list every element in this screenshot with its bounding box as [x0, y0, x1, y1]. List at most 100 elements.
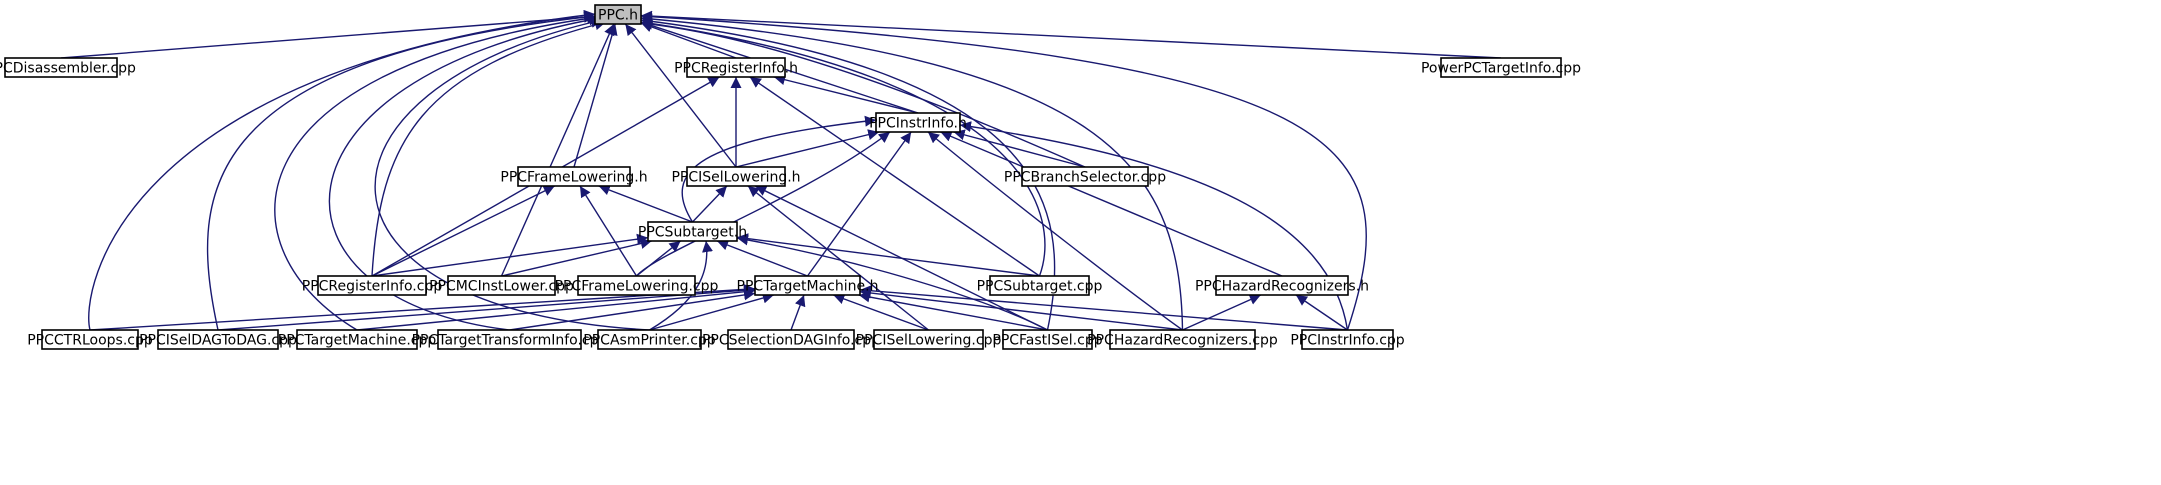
node-label: PowerPCTargetInfo.cpp	[1421, 61, 1581, 77]
edge-ppcregisterinfo_cpp-to-ppcsubtarget_h	[371, 233, 649, 277]
edge-ppcinstrinfo_cpp-to-ppctargetmachine_h	[859, 285, 1348, 331]
node-box	[577, 275, 696, 296]
edge-ppctargetmachine_h-to-ppcinstrinfo_h	[806, 131, 912, 277]
edge-group	[716, 239, 808, 277]
edge-group	[573, 23, 618, 168]
node-box	[1109, 329, 1256, 350]
node-label: PPCTargetMachine.cpp	[278, 333, 437, 349]
node-box	[437, 329, 582, 350]
node-label: PPCInstrInfo.cpp	[1290, 333, 1404, 349]
edge-ppcisedagtodag_cpp-to-ppctargetmachine_h	[217, 284, 756, 331]
node-ppcasmprinter-cpp[interactable]: PPCAsmPrinter.cpp	[583, 329, 716, 350]
node-ppchazardrecognizers-h[interactable]: PPCHazardRecognizers.h	[1195, 275, 1369, 296]
node-box	[989, 275, 1090, 296]
node-box	[447, 275, 556, 296]
edge-ppcregisterinfo_cpp-to-ppc_h	[371, 19, 607, 277]
edge-group	[773, 74, 919, 114]
edge-group	[859, 285, 1348, 331]
node-box	[594, 4, 642, 25]
node-label: PPCRegisterInfo.cpp	[302, 279, 443, 295]
node-box	[875, 112, 961, 133]
node-ppcfastisel-cpp[interactable]: PPCFastISel.cpp	[992, 329, 1103, 350]
node-label: PPCSubtarget.h	[638, 225, 747, 241]
edge-ppcmcinstlower_cpp-to-ppc_h	[500, 23, 615, 277]
edge-group	[681, 115, 877, 223]
node-box	[754, 275, 861, 296]
edge-group	[736, 233, 1040, 277]
node-ppcinstrinfo-cpp[interactable]: PPCInstrInfo.cpp	[1290, 329, 1405, 350]
node-label: PPCInstrInfo.h	[869, 116, 967, 132]
node-ppctargettransforminfo-cpp[interactable]: PPCTargetTransformInfo.cpp	[412, 329, 608, 350]
edge-group	[1182, 294, 1262, 331]
edge-ppcinstrinfo_h-to-ppcregisterinfo_h	[773, 74, 919, 114]
node-ppcisellowering-cpp[interactable]: PPCISelLowering.cpp	[856, 329, 1002, 350]
edge-group	[953, 129, 1086, 168]
edge-group	[509, 289, 756, 331]
edge-ppcframelowering_cpp-to-ppcinstrinfo_h	[635, 131, 891, 277]
node-ppcmcinstlower-cpp[interactable]: PPCMCInstLower.cpp	[429, 275, 574, 296]
node-ppchazardrecognizers-cpp[interactable]: PPCHazardRecognizers.cpp	[1087, 329, 1278, 350]
edge-ppchazardrecognizers_cpp-to-ppchazardrecognizers_h	[1182, 294, 1262, 331]
node-ppcisellowering-h[interactable]: PPCISelLowering.h	[671, 166, 801, 187]
node-box	[517, 166, 631, 187]
node-ppcregisterinfo-cpp[interactable]: PPCRegisterInfo.cpp	[302, 275, 443, 296]
node-label: PPCFastISel.cpp	[992, 333, 1102, 349]
node-label: PPCMCInstLower.cpp	[429, 279, 574, 295]
edge-group	[649, 292, 774, 331]
node-ppcframelowering-cpp[interactable]: PPCFrameLowering.cpp	[555, 275, 719, 296]
edge-group	[206, 11, 596, 331]
node-label: PPCTargetTransformInfo.cpp	[412, 333, 608, 349]
node-ppcctrloops-cpp[interactable]: PPCCTRLoops.cpp	[27, 329, 153, 350]
node-box	[1002, 329, 1093, 350]
edge-ppcdisassembler_cpp-to-ppc_h	[60, 11, 596, 59]
edge-ppcsubtarget_cpp-to-ppcregisterinfo_h	[749, 76, 1040, 277]
edge-ppcisedagtodag_cpp-to-ppc_h	[206, 11, 596, 331]
edge-ppcmcinstlower_cpp-to-ppcsubtarget_h	[501, 238, 652, 277]
edge-ppcsubtarget_h-to-ppcframelowering_h	[598, 184, 693, 223]
node-label: PPCFrameLowering.cpp	[555, 279, 719, 295]
edge-ppcbranchselector_cpp-to-ppcinstrinfo_h	[953, 129, 1086, 168]
node-box	[1440, 57, 1562, 78]
node-ppcsubtarget-h[interactable]: PPCSubtarget.h	[638, 221, 747, 242]
node-ppcselectiondaginfo-cpp[interactable]: PPCSelectionDAGInfo.cpp	[702, 329, 880, 350]
edge-group	[859, 287, 1183, 331]
edge-group	[356, 286, 756, 331]
edge-ppcfastisel_cpp-to-ppcsubtarget_h	[736, 234, 1048, 331]
node-box	[41, 329, 139, 350]
edge-group	[501, 238, 652, 277]
edge-group	[374, 17, 650, 331]
edge-group	[749, 76, 1040, 277]
edge-ppcregisterinfo_cpp-to-ppcframelowering_h	[371, 185, 556, 277]
node-ppcregisterinfo-h[interactable]: PPCRegisterInfo.h	[674, 57, 798, 78]
edge-ppcisellowering_cpp-to-ppcisellowering_h	[747, 185, 929, 331]
node-ppcisedagtodag-cpp[interactable]: PPCISelDAGToDAG.cpp	[139, 329, 297, 350]
edge-ppchazardrecognizers_cpp-to-ppcinstrinfo_h	[927, 131, 1183, 331]
node-ppcbranchselector-cpp[interactable]: PPCBranchSelector.cpp	[1004, 166, 1166, 187]
node-powerpctargetinfo-cpp[interactable]: PowerPCTargetInfo.cpp	[1421, 57, 1581, 78]
edge-group	[640, 18, 1046, 277]
node-ppcsubtarget-cpp[interactable]: PPCSubtarget.cpp	[977, 275, 1103, 296]
edge-group	[806, 131, 912, 277]
edge-ppcregisterinfo_h-to-ppc_h	[640, 21, 737, 59]
edge-ppcinstrinfo_cpp-to-ppcinstrinfo_h	[959, 121, 1349, 331]
edge-ppcinstrinfo_cpp-to-ppchazardrecognizers_h	[1295, 294, 1348, 331]
edge-ppchazardrecognizers_cpp-to-ppctargetmachine_h	[859, 287, 1183, 331]
node-ppctargetmachine-h[interactable]: PPCTargetMachine.h	[737, 275, 879, 296]
node-label: PPCRegisterInfo.h	[674, 61, 798, 77]
node-ppcframelowering-h[interactable]: PPCFrameLowering.h	[500, 166, 648, 187]
edge-ppcframelowering_h-to-ppc_h	[573, 23, 618, 168]
edge-ppctargetmachine_cpp-to-ppctargetmachine_h	[356, 286, 756, 331]
node-label: PPCSelectionDAGInfo.cpp	[702, 333, 880, 349]
edge-group	[371, 233, 649, 277]
edge-ppcasmprinter_cpp-to-ppcsubtarget_h	[649, 240, 713, 331]
node-ppcinstrinfo-h[interactable]: PPCInstrInfo.h	[869, 112, 967, 133]
node-label: PPCAsmPrinter.cpp	[583, 333, 715, 349]
edge-group	[371, 19, 607, 277]
node-ppc-h[interactable]: PPC.h	[594, 4, 642, 25]
node-ppcdisassembler-cpp[interactable]: PPCDisassembler.cpp	[0, 57, 136, 78]
node-ppctargetmachine-cpp[interactable]: PPCTargetMachine.cpp	[278, 329, 437, 350]
node-label: PPC.h	[598, 8, 638, 24]
edge-ppctargettransforminfo_cpp-to-ppctargetmachine_h	[509, 289, 756, 331]
edge-group	[640, 11, 1367, 331]
